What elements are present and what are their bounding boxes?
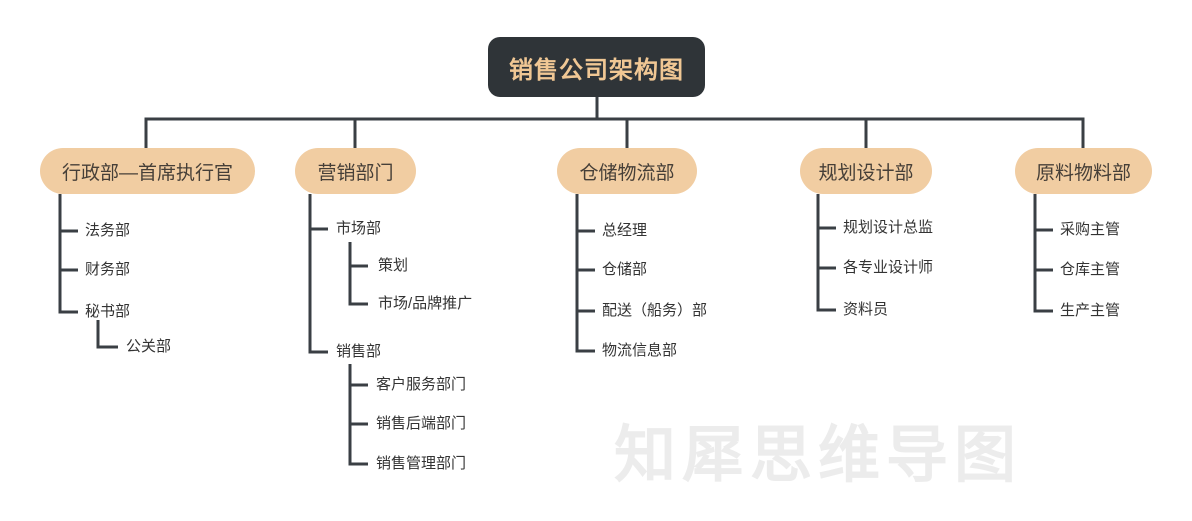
branch-planning-design[interactable]: 规划设计部 [800, 148, 932, 194]
node-documentation-clerk[interactable]: 资料员 [843, 301, 889, 318]
node-market-brand-promotion[interactable]: 市场/品牌推广 [378, 295, 473, 312]
node-sales-management-dept[interactable]: 销售管理部门 [376, 455, 467, 472]
node-sales-dept[interactable]: 销售部 [336, 343, 382, 360]
node-warehouse-dept[interactable]: 仓储部 [602, 261, 648, 278]
node-planning[interactable]: 策划 [378, 257, 409, 274]
branch-raw-materials[interactable]: 原料物料部 [1015, 148, 1152, 194]
branch-warehouse-logistics[interactable]: 仓储物流部 [557, 148, 697, 194]
node-purchasing-supervisor[interactable]: 采购主管 [1060, 221, 1121, 238]
node-planning-design-director[interactable]: 规划设计总监 [843, 219, 934, 236]
node-warehouse-supervisor[interactable]: 仓库主管 [1060, 261, 1121, 278]
root-node-company-org-chart[interactable]: 销售公司架构图 [488, 37, 705, 97]
node-logistics-info-dept[interactable]: 物流信息部 [602, 342, 678, 359]
node-secretary-dept[interactable]: 秘书部 [85, 303, 131, 320]
node-production-supervisor[interactable]: 生产主管 [1060, 302, 1121, 319]
node-market-dept[interactable]: 市场部 [336, 220, 382, 237]
watermark-zhixi: 知犀思维导图 [614, 421, 1023, 490]
node-customer-service-dept[interactable]: 客户服务部门 [376, 376, 467, 393]
node-specialist-designers[interactable]: 各专业设计师 [843, 259, 934, 276]
node-legal-dept[interactable]: 法务部 [85, 222, 131, 239]
node-general-manager[interactable]: 总经理 [602, 222, 648, 239]
branch-admin-ceo[interactable]: 行政部—首席执行官 [40, 148, 255, 194]
node-finance-dept[interactable]: 财务部 [85, 261, 131, 278]
branch-marketing[interactable]: 营销部门 [295, 148, 416, 194]
node-pr-dept[interactable]: 公关部 [126, 338, 172, 355]
node-sales-backend-dept[interactable]: 销售后端部门 [376, 415, 467, 432]
node-distribution-shipping-dept[interactable]: 配送（船务）部 [602, 302, 708, 319]
